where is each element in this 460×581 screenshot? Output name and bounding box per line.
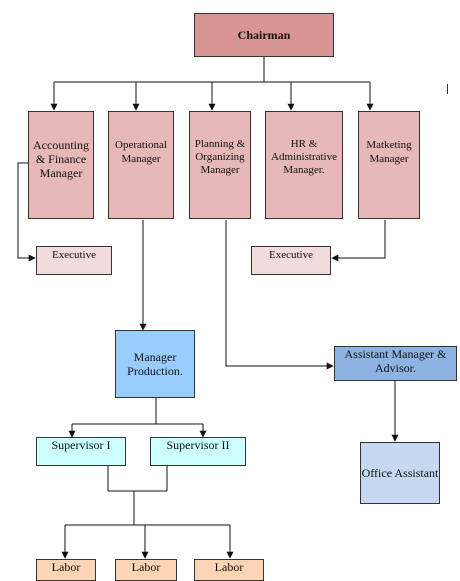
node-manager-production-label: Manager Production.: [127, 350, 183, 378]
node-marketing-manager: Matketing Manager: [358, 111, 420, 219]
node-chairman: Chairman: [194, 13, 334, 57]
node-chairman-label: Chairman: [237, 27, 291, 42]
node-assistant-manager-advisor: Assistant Manager & Advisor.: [334, 346, 457, 381]
node-labor-1-label: Labor: [51, 560, 81, 574]
stray-mark: [447, 84, 448, 94]
node-accounting-finance-manager: Accounting & Finance Manager: [28, 111, 94, 219]
node-office-assistant-label: Office Assistant: [361, 466, 439, 480]
node-executive-left-label: Executive: [52, 249, 96, 261]
node-hr-administrative-manager: HR & Administrative Manager.: [265, 111, 343, 219]
node-manager-production: Manager Production.: [115, 330, 195, 398]
node-supervisor-2-label: Supervisor II: [166, 438, 230, 452]
node-labor-2-label: Labor: [131, 560, 161, 574]
node-supervisor-2: Supervisor II: [150, 437, 246, 466]
node-planning-organizing-manager: Planning & Organizing Manager: [189, 111, 251, 219]
node-operational-manager-label: Operational Manager: [115, 139, 167, 165]
node-supervisor-1: Supervisor I: [36, 437, 126, 466]
node-executive-right: Executive: [251, 246, 331, 275]
node-marketing-manager-label: Matketing Manager: [366, 139, 412, 165]
node-assistant-manager-advisor-label: Assistant Manager & Advisor.: [344, 347, 447, 375]
node-accounting-finance-manager-label: Accounting & Finance Manager: [33, 138, 89, 180]
node-planning-organizing-manager-label: Planning & Organizing Manager: [194, 138, 246, 176]
node-office-assistant: Office Assistant: [360, 442, 440, 504]
node-executive-right-label: Executive: [269, 249, 313, 261]
node-hr-administrative-manager-label: HR & Administrative Manager.: [271, 138, 337, 176]
node-executive-left: Executive: [36, 246, 112, 275]
arrow-to-executive-right: [331, 220, 386, 262]
node-supervisor-1-label: Supervisor I: [51, 438, 111, 452]
arrow-to-assistant-manager: [225, 220, 334, 370]
node-labor-2: Labor: [115, 559, 177, 581]
node-operational-manager: Operational Manager: [108, 111, 174, 219]
node-labor-1: Labor: [36, 559, 96, 581]
node-labor-3: Labor: [194, 559, 264, 581]
arrow-to-executive-left: [17, 162, 36, 262]
node-labor-3-label: Labor: [214, 560, 244, 574]
